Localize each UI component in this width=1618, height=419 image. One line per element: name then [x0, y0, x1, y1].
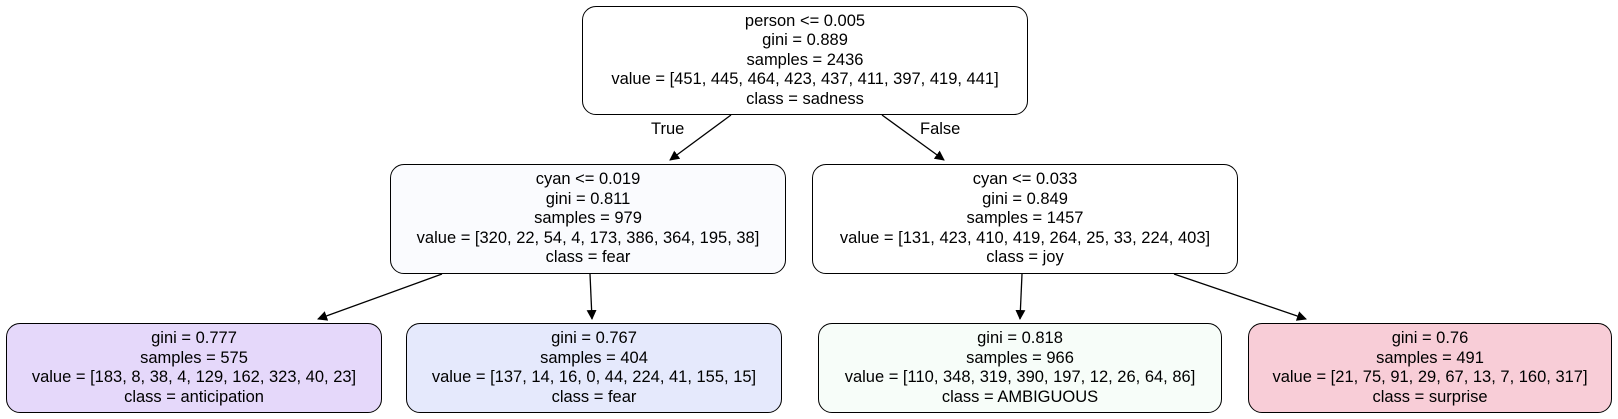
node-value: value = [110, 348, 319, 390, 197, 12, 26… [844, 368, 1196, 386]
tree-leaf-anticipation: gini = 0.777 samples = 575 value = [183,… [6, 323, 382, 413]
node-samples: samples = 966 [966, 348, 1074, 367]
node-samples: samples = 1457 [966, 209, 1084, 228]
tree-leaf-fear: gini = 0.767 samples = 404 value = [137,… [406, 323, 782, 413]
node-class: class = anticipation [124, 387, 264, 406]
node-class: class = joy [986, 248, 1064, 267]
edge-1-4 [586, 273, 597, 320]
node-samples: samples = 404 [540, 348, 648, 367]
edge-label-true: True [651, 120, 685, 138]
node-class: class = fear [545, 248, 631, 267]
tree-node-left: cyan <= 0.019 gini = 0.811 samples = 979… [390, 164, 786, 274]
node-class: class = fear [551, 387, 637, 406]
edge-2-6 [1173, 273, 1307, 321]
node-class: class = sadness [746, 89, 864, 108]
node-split-rule: cyan <= 0.033 [972, 170, 1078, 189]
node-class: class = AMBIGUOUS [941, 387, 1099, 406]
node-gini: gini = 0.767 [551, 329, 637, 347]
node-gini: gini = 0.777 [151, 329, 237, 347]
node-value: value = [451, 445, 464, 423, 437, 411, 3… [611, 70, 999, 89]
node-value: value = [131, 423, 410, 419, 264, 25, 33… [839, 228, 1211, 247]
edge-label-false: False [920, 120, 961, 138]
node-samples: samples = 575 [140, 348, 248, 367]
node-gini: gini = 0.849 [982, 189, 1068, 208]
edge-1-3 [317, 273, 443, 321]
node-gini: gini = 0.76 [1391, 329, 1469, 347]
node-gini: gini = 0.811 [545, 189, 631, 208]
node-samples: samples = 2436 [746, 50, 864, 69]
node-samples: samples = 491 [1376, 348, 1484, 367]
node-samples: samples = 979 [534, 209, 642, 228]
node-split-rule: person <= 0.005 [744, 11, 866, 30]
tree-node-right: cyan <= 0.033 gini = 0.849 samples = 145… [812, 164, 1238, 274]
edge-0-2 [881, 114, 945, 161]
node-gini: gini = 0.889 [762, 31, 848, 50]
tree-leaf-ambiguous: gini = 0.818 samples = 966 value = [110,… [818, 323, 1222, 413]
edge-0-1 [669, 114, 732, 161]
node-split-rule: cyan <= 0.019 [535, 170, 641, 189]
node-value: value = [21, 75, 91, 29, 67, 13, 7, 160,… [1272, 368, 1588, 386]
node-value: value = [137, 14, 16, 0, 44, 224, 41, 15… [431, 368, 757, 386]
node-gini: gini = 0.818 [977, 329, 1063, 347]
node-class: class = surprise [1372, 387, 1488, 406]
node-value: value = [320, 22, 54, 4, 173, 386, 364, … [416, 228, 760, 247]
node-value: value = [183, 8, 38, 4, 129, 162, 323, 4… [31, 368, 357, 386]
tree-node-root: person <= 0.005 gini = 0.889 samples = 2… [582, 6, 1028, 115]
edge-2-5 [1015, 273, 1026, 320]
tree-leaf-surprise: gini = 0.76 samples = 491 value = [21, 7… [1248, 323, 1612, 413]
